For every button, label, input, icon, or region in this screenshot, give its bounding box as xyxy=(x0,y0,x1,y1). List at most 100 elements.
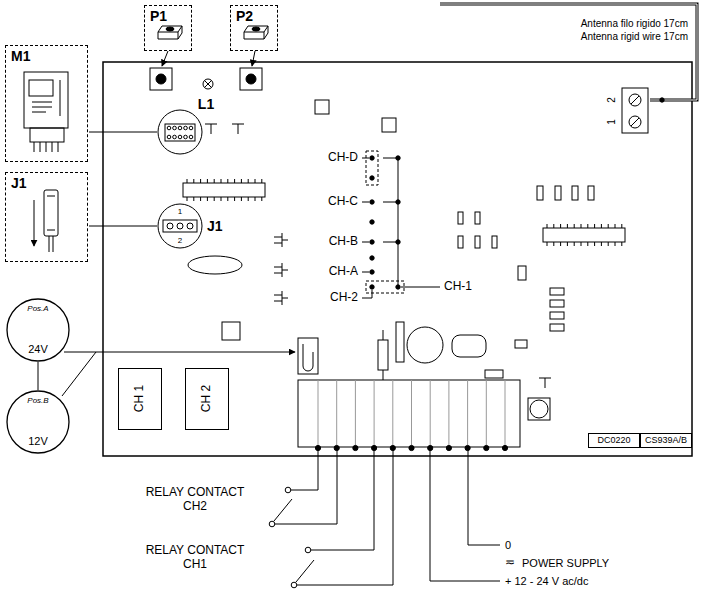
chip-pin xyxy=(615,242,616,246)
supply-terminal: 0 xyxy=(505,539,511,552)
module-header xyxy=(158,110,202,154)
module-header xyxy=(173,135,177,139)
radio-module xyxy=(32,80,60,116)
channel-selector xyxy=(370,220,374,224)
chip-pin xyxy=(227,179,228,183)
wiring xyxy=(274,448,337,524)
jumper-header xyxy=(158,204,202,248)
jumper-label: J1 xyxy=(207,218,223,234)
ic-chip xyxy=(183,183,625,242)
component-small xyxy=(485,370,503,378)
chip-pin xyxy=(608,224,609,228)
transistor-symbol xyxy=(274,263,288,277)
chip-pin xyxy=(428,445,433,450)
channel-label: CH-B xyxy=(329,235,358,249)
voltage-jumper xyxy=(298,338,318,374)
push-button xyxy=(150,26,268,90)
component-small xyxy=(383,330,384,380)
chip-pin xyxy=(467,380,468,447)
module-header xyxy=(173,126,177,130)
chip-pin xyxy=(448,380,449,447)
pin-number: 2 xyxy=(178,236,182,245)
circle-outline xyxy=(7,299,69,361)
chip-pin xyxy=(409,445,414,450)
chip-pin xyxy=(486,380,487,447)
component-small xyxy=(518,266,526,280)
component-small xyxy=(475,236,480,248)
chip-pin xyxy=(221,197,222,201)
component-square xyxy=(530,400,548,418)
channel-selector xyxy=(370,240,374,244)
terminal-number: 2 xyxy=(606,97,618,103)
channel-selector xyxy=(383,158,440,287)
chip-pin xyxy=(372,445,377,450)
led-symbol xyxy=(203,79,213,89)
wiring xyxy=(285,487,291,493)
voltage-jumper xyxy=(298,338,318,374)
chip-pin xyxy=(200,179,201,183)
module-header xyxy=(189,126,193,130)
jumper-header xyxy=(187,223,193,229)
relay-box: CH 1 xyxy=(118,368,162,430)
antenna-wire xyxy=(440,4,697,100)
supply-label: POWER SUPPLY xyxy=(522,557,609,570)
push-button xyxy=(240,68,262,90)
leader-arrow xyxy=(64,352,295,353)
channel-selector xyxy=(366,281,404,293)
connector-line xyxy=(38,362,39,390)
module-header xyxy=(178,126,182,130)
component-small xyxy=(378,340,388,370)
chip-pin xyxy=(200,197,201,201)
module-header xyxy=(167,135,171,139)
chip-pin xyxy=(261,197,262,201)
push-button xyxy=(252,27,260,31)
module-header xyxy=(158,110,202,154)
chip-pin xyxy=(334,445,339,450)
terminal-block xyxy=(298,380,520,447)
component-small xyxy=(452,335,486,357)
leader-arrow xyxy=(162,51,168,66)
chip-pin xyxy=(581,242,582,246)
module-header xyxy=(167,126,171,130)
component-small xyxy=(458,212,463,224)
chip-pin xyxy=(261,179,262,183)
transistor-symbol xyxy=(205,124,551,388)
board-illustration xyxy=(17,4,697,588)
node-text: DC0220 xyxy=(597,436,630,446)
transistor-symbol xyxy=(274,233,288,247)
chip-pin xyxy=(547,224,548,228)
module-header xyxy=(184,135,188,139)
board-code: CS939A/B xyxy=(640,433,692,448)
antenna-terminal xyxy=(631,96,639,104)
leader-arrow xyxy=(62,51,295,396)
channel-selector xyxy=(370,200,374,204)
chip-pin xyxy=(581,224,582,228)
chip-pin xyxy=(553,224,554,228)
radio-module xyxy=(24,72,68,152)
voltage-jumper xyxy=(303,344,313,371)
component-small xyxy=(572,186,578,200)
led-label: L1 xyxy=(198,96,214,112)
wiring xyxy=(291,582,297,588)
component-small xyxy=(537,186,543,200)
chip-pin xyxy=(234,197,235,201)
component-small xyxy=(475,212,480,224)
chip-pin xyxy=(505,380,506,447)
channel-selector xyxy=(396,240,400,244)
antenna-terminal xyxy=(629,94,641,106)
chip-pin xyxy=(187,179,622,451)
antenna-note: Antenna filo rigido 17cm xyxy=(581,18,688,30)
relay-contact-label: RELAY CONTACT CH1 xyxy=(139,544,251,572)
transistor-symbol xyxy=(539,378,551,388)
relay-box: CH 2 xyxy=(185,368,229,430)
chip-pin xyxy=(221,179,222,183)
channel-selector xyxy=(370,270,374,274)
channel-selector xyxy=(370,285,374,289)
chip-pin xyxy=(193,179,194,183)
radio-module xyxy=(24,72,68,128)
chip-pin xyxy=(255,179,256,183)
board-code: DC0220 xyxy=(588,433,640,448)
antenna-terminal xyxy=(631,118,639,126)
acdc-symbol: ≂ xyxy=(505,556,515,570)
